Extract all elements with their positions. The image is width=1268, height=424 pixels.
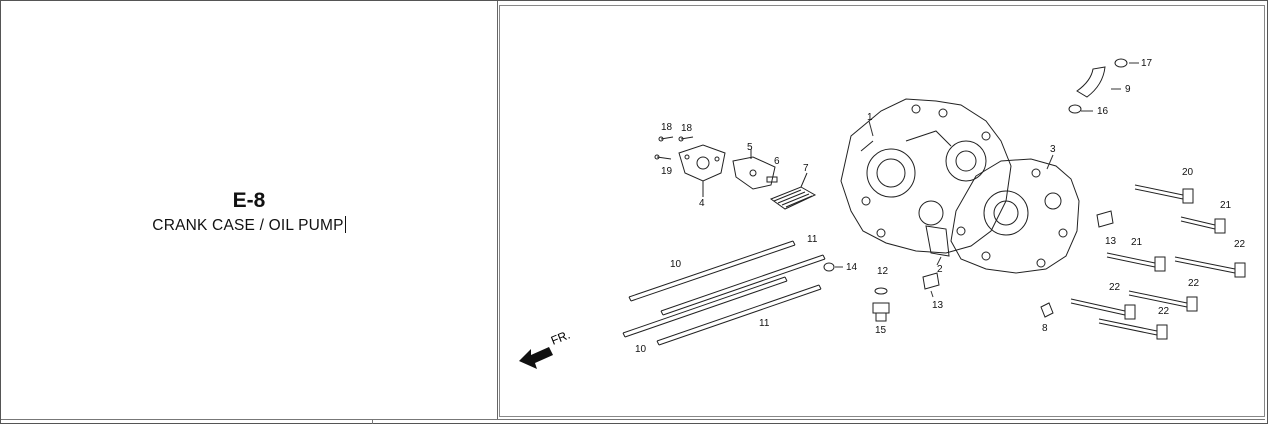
callout-c11b: 11 xyxy=(759,318,770,329)
crankcase-right xyxy=(925,158,1080,274)
callout-c20: 20 xyxy=(1182,167,1194,178)
callout-c21b: 21 xyxy=(1131,237,1143,248)
callout-c9: 9 xyxy=(1125,84,1131,95)
dowel-pins xyxy=(922,210,1114,290)
callout-c1: 1 xyxy=(867,112,873,123)
bottom-tick xyxy=(372,419,373,424)
callout-c14: 14 xyxy=(846,262,858,273)
section-header-panel: E-8 CRANK CASE / OIL PUMP xyxy=(1,1,497,419)
o-ring xyxy=(823,262,835,272)
breather-tube xyxy=(1068,58,1128,114)
callout-c6: 6 xyxy=(774,156,780,167)
text-cursor xyxy=(344,216,346,233)
callout-c18b: 18 xyxy=(681,123,693,134)
panel-divider xyxy=(497,1,498,419)
callout-c22d: 22 xyxy=(1158,306,1170,317)
section-code: E-8 xyxy=(232,189,266,212)
callout-c3: 3 xyxy=(1050,144,1056,155)
callout-c15: 15 xyxy=(875,325,887,336)
front-direction-arrow xyxy=(519,347,553,369)
oil-pump-body xyxy=(678,144,726,197)
callout-c18a: 18 xyxy=(661,122,673,133)
section-title-line[interactable]: CRANK CASE / OIL PUMP xyxy=(1,216,497,235)
callout-c21a: 21 xyxy=(1220,200,1232,211)
callout-c22a: 22 xyxy=(1234,239,1246,250)
section-title: CRANK CASE / OIL PUMP xyxy=(152,217,344,234)
callout-c12: 12 xyxy=(877,266,889,277)
stud-bolts xyxy=(622,240,826,346)
callout-c17: 17 xyxy=(1141,58,1153,69)
leader-lines xyxy=(835,62,1139,298)
callout-c22c: 22 xyxy=(1188,278,1200,289)
small-screws xyxy=(654,136,778,183)
callout-c2: 2 xyxy=(937,264,943,275)
oil-strainer xyxy=(769,172,817,210)
callout-c13a: 13 xyxy=(1105,236,1117,247)
callout-c10a: 10 xyxy=(670,259,682,270)
crankcase-left xyxy=(840,98,1012,254)
callout-c13b: 13 xyxy=(932,300,944,311)
crankcase-bolts xyxy=(1070,184,1246,340)
callout-c4: 4 xyxy=(699,198,705,209)
callout-c5: 5 xyxy=(747,142,753,153)
callout-c22b: 22 xyxy=(1109,282,1121,293)
clamp xyxy=(1040,302,1054,318)
oil-pump-cover xyxy=(732,149,776,190)
bottom-border xyxy=(1,419,1265,423)
callout-c16: 16 xyxy=(1097,106,1109,117)
front-direction-label: FR. xyxy=(549,328,572,348)
callout-c19: 19 xyxy=(661,166,673,177)
callout-c11a: 11 xyxy=(807,234,818,245)
callout-c8: 8 xyxy=(1042,323,1048,334)
callout-c7: 7 xyxy=(803,163,809,174)
parts-diagram: 1234567891010111112131314151617181819202… xyxy=(519,58,1246,369)
callout-c10b: 10 xyxy=(635,344,647,355)
drain-bolt xyxy=(872,287,890,322)
